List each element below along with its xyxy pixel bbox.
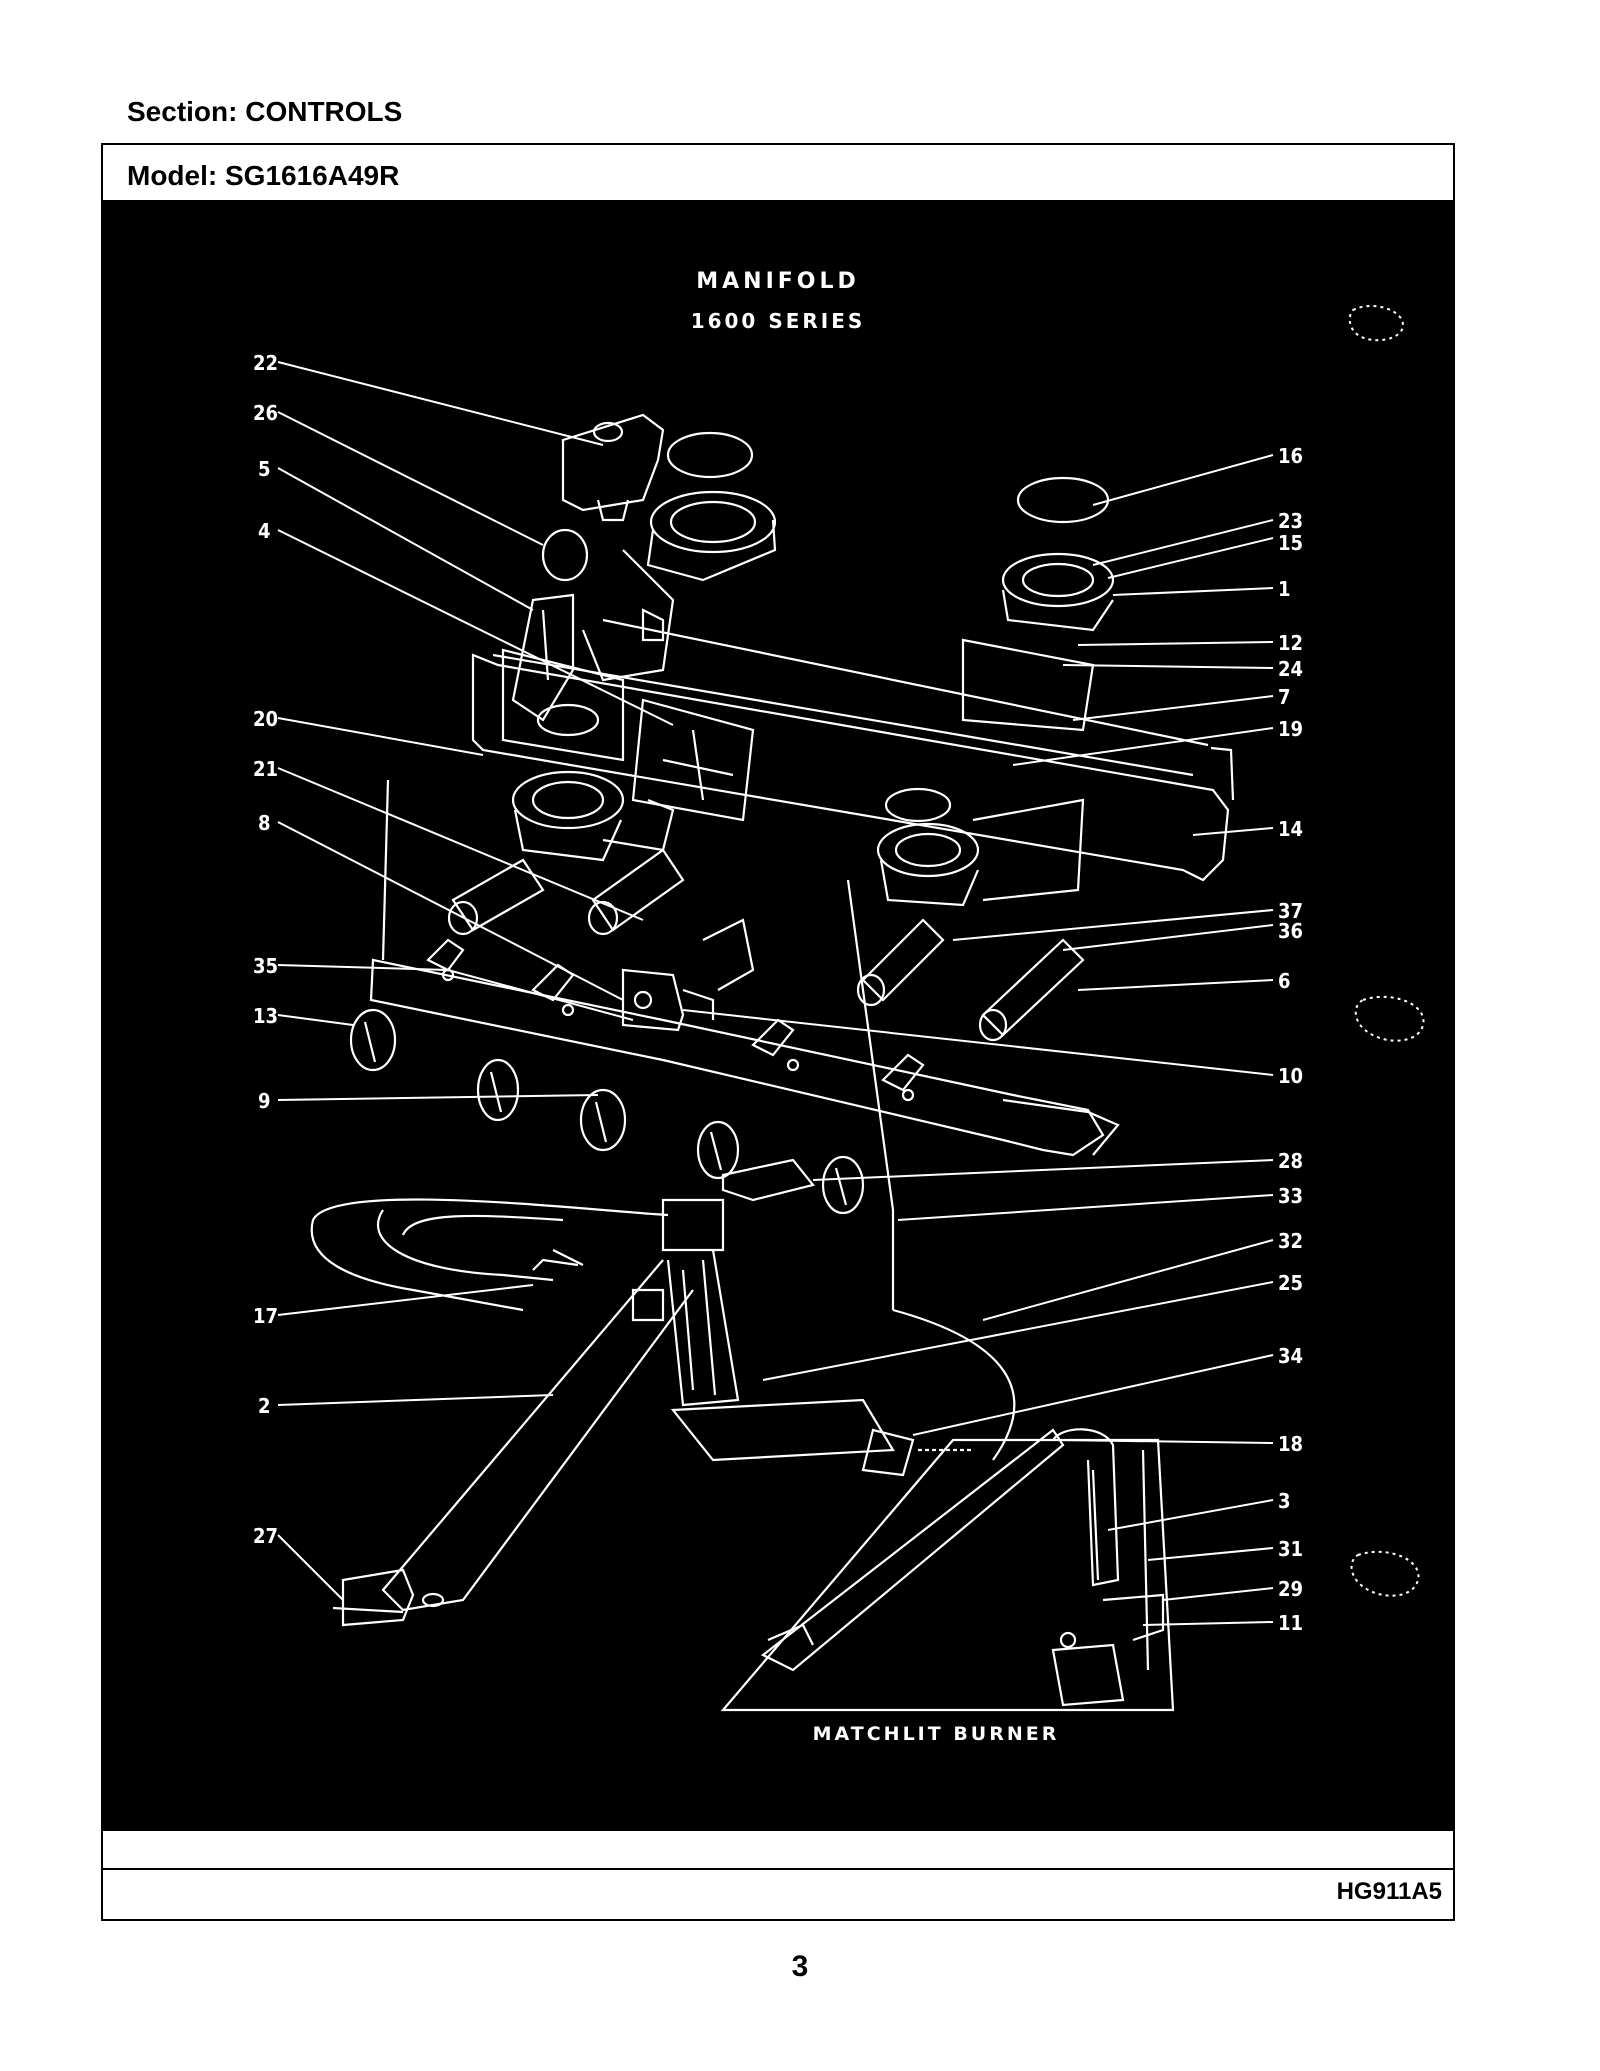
callout-22: 22	[253, 351, 278, 375]
callout-6: 6	[1278, 969, 1291, 993]
binder-holes	[1348, 305, 1425, 1597]
callout-20: 20	[253, 707, 278, 731]
callout-12: 12	[1278, 631, 1303, 655]
callout-19: 19	[1278, 717, 1303, 741]
figure-subtitle: 1600 SERIES	[691, 309, 866, 333]
callout-1: 1	[1278, 577, 1291, 601]
burner-fitting-26	[541, 528, 589, 582]
footer-divider	[101, 1868, 1455, 1870]
callout-7: 7	[1278, 685, 1291, 709]
callout-27: 27	[253, 1524, 278, 1548]
callout-36: 36	[1278, 919, 1303, 943]
callout-23: 23	[1278, 509, 1303, 533]
document-code: HG911A5	[1336, 1878, 1442, 1905]
manifold-diagram: MANIFOLD 1600 SERIES	[103, 200, 1453, 1831]
callout-13: 13	[253, 1004, 278, 1028]
callout-34: 34	[1278, 1344, 1303, 1368]
left-bracket	[501, 648, 625, 762]
callout-9: 9	[258, 1089, 271, 1113]
bracket-28	[721, 1158, 815, 1202]
callout-3: 3	[1278, 1489, 1291, 1513]
burner-right-rear	[961, 552, 1115, 732]
callout-14: 14	[1278, 817, 1303, 841]
bracket-27-base	[332, 1606, 404, 1614]
tubing	[310, 879, 1016, 1461]
burner-cap-top-right	[1016, 476, 1110, 524]
callout-18: 18	[1278, 1432, 1303, 1456]
figure-title: MANIFOLD	[696, 269, 860, 294]
bracket-27	[341, 1568, 415, 1627]
callout-24: 24	[1278, 657, 1303, 681]
model-title: Model: SG1616A49R	[127, 160, 400, 191]
callout-25: 25	[1278, 1271, 1303, 1295]
venturi-tubes-left	[447, 848, 685, 936]
valve-spuds	[426, 938, 925, 1102]
callout-26: 26	[253, 401, 278, 425]
callout-21: 21	[253, 757, 278, 781]
left-elbow-pipe	[511, 593, 575, 722]
inset-caption: MATCHLIT BURNER	[813, 1723, 1060, 1745]
burner-cap-22	[561, 413, 665, 522]
control-knobs	[349, 1008, 865, 1215]
diagram-frame	[101, 143, 1455, 1921]
callout-5: 5	[258, 457, 271, 481]
callout-15: 15	[1278, 531, 1303, 555]
burner-right-front	[876, 787, 1085, 907]
callout-8: 8	[258, 811, 271, 835]
callout-33: 33	[1278, 1184, 1303, 1208]
burner-left-front	[511, 770, 675, 862]
burner-cap-top-left	[666, 431, 754, 479]
leader-lines-right	[682, 454, 1274, 1626]
callout-29: 29	[1278, 1577, 1303, 1601]
callout-10: 10	[1278, 1064, 1303, 1088]
burner-left-rear	[581, 490, 777, 682]
callout-17: 17	[253, 1304, 278, 1328]
callout-16: 16	[1278, 444, 1303, 468]
section-title: Section: CONTROLS	[127, 96, 403, 127]
page-number: 3	[791, 1950, 809, 1983]
callout-31: 31	[1278, 1537, 1303, 1561]
venturi-tubes-right	[856, 918, 1085, 1042]
center-bracket-cross	[631, 698, 755, 822]
callout-11: 11	[1278, 1611, 1303, 1635]
callout-4: 4	[258, 519, 271, 543]
callout-35: 35	[253, 954, 278, 978]
callout-2: 2	[258, 1394, 271, 1418]
callout-32: 32	[1278, 1229, 1303, 1253]
leader-lines-left	[277, 361, 674, 1601]
callout-28: 28	[1278, 1149, 1303, 1173]
thermostat-valve	[621, 918, 755, 1032]
callout-37: 37	[1278, 899, 1303, 923]
oven-burner	[377, 1198, 973, 1612]
matchlit-inset	[720, 1428, 1175, 1712]
front-manifold-bar	[369, 779, 1120, 1157]
